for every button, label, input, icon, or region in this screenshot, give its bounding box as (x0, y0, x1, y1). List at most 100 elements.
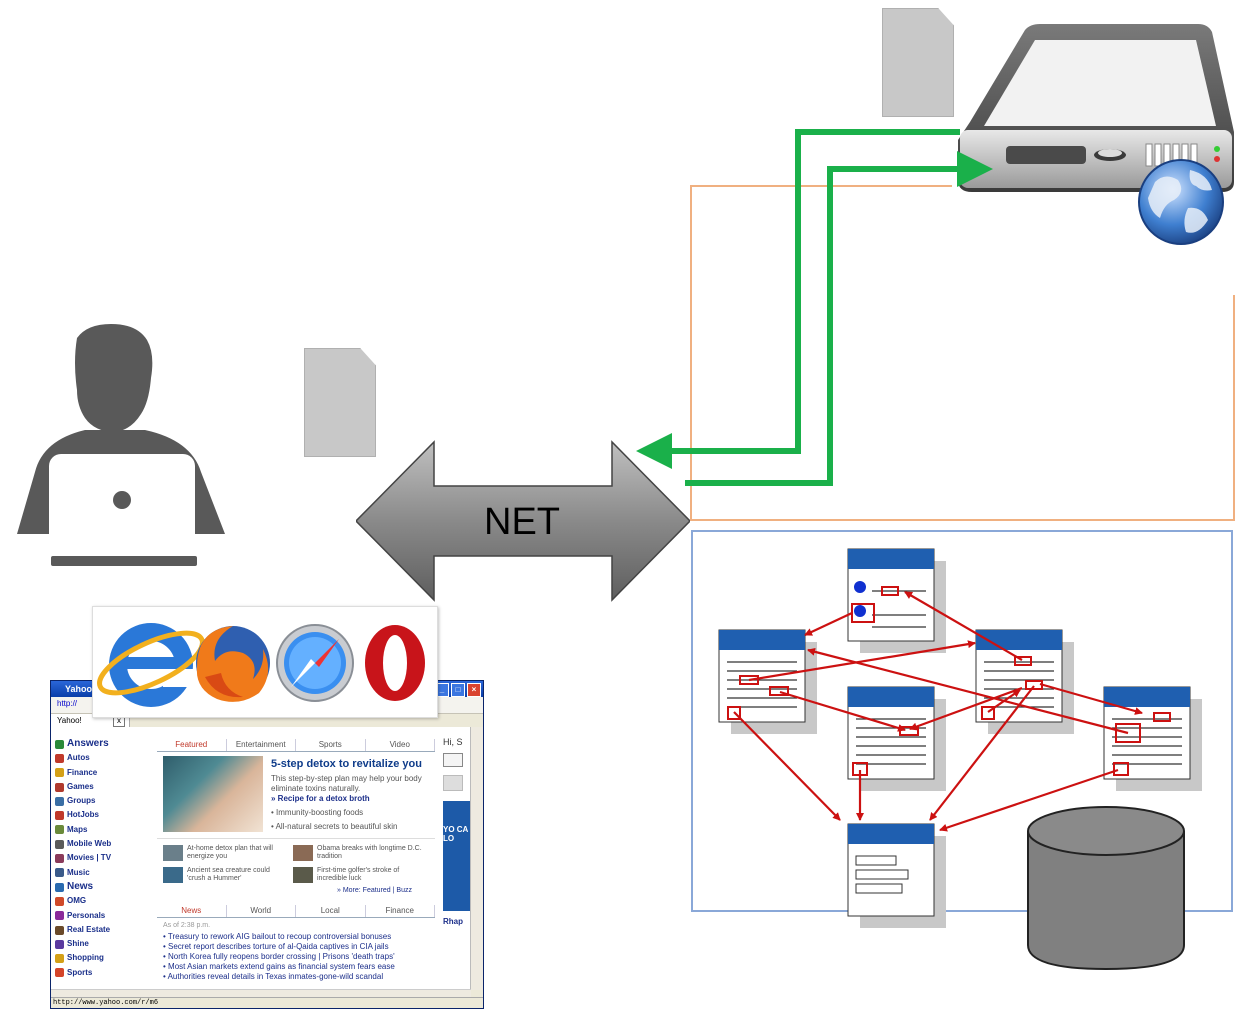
promo-box[interactable]: YO CA LO (443, 801, 471, 911)
vertical-scrollbar[interactable] (470, 727, 483, 990)
hyperlink-arrow (909, 686, 1023, 731)
sidebar-item-icon (55, 882, 64, 892)
sidebar-item-label: Personals (67, 910, 106, 920)
sidebar-item-label: News (67, 880, 94, 892)
module-tab[interactable]: Finance (366, 905, 435, 917)
sidebar-item-label: HotJobs (67, 810, 99, 820)
news-item[interactable]: • Authorities reveal details in Texas in… (163, 972, 384, 981)
module-tab[interactable]: Video (366, 739, 435, 751)
sidebar-item-icon (55, 896, 64, 906)
sidebar-item[interactable]: Movies | TV (55, 851, 147, 865)
story-2[interactable]: Obama breaks with longtime D.C. traditio… (317, 845, 422, 860)
sidebar-item[interactable]: Real Estate (55, 923, 147, 937)
featured-link-2[interactable]: • Immunity-boosting foods (271, 808, 364, 817)
featured-link-1[interactable]: » Recipe for a detox broth (271, 794, 370, 803)
featured-photo[interactable] (163, 756, 263, 832)
news-list: • Treasury to rework AIG bailout to reco… (157, 932, 435, 982)
module-tab[interactable]: Local (296, 905, 366, 917)
hyperlink-arrow (748, 640, 976, 682)
hyperlink-anchor (727, 706, 741, 720)
news-item[interactable]: • Most Asian markets extend gains as fin… (163, 962, 395, 971)
hyperlink-anchor (1113, 762, 1129, 776)
sidebar-item-icon (55, 768, 64, 778)
sidebar-item[interactable]: Games (55, 780, 147, 794)
server-document-icon (882, 8, 954, 117)
featured-link-3[interactable]: • All-natural secrets to beautiful skin (271, 822, 398, 831)
net-label: NET (484, 501, 560, 543)
sidebar-item-label: Finance (67, 767, 98, 777)
window-controls: _ □ × (435, 683, 481, 697)
featured-headline[interactable]: 5-step detox to revitalize you (271, 758, 422, 770)
sidebar-item[interactable]: Shopping (55, 951, 147, 965)
module-tab[interactable]: World (227, 905, 296, 917)
sidebar-item-icon (55, 954, 64, 964)
firefox-icon (196, 626, 270, 702)
story-thumb-3[interactable] (163, 867, 183, 883)
sidebar-item[interactable]: Shine (55, 937, 147, 951)
maximize-icon[interactable]: □ (451, 683, 465, 697)
sidebar-item-label: Autos (67, 753, 90, 763)
sidebar-item-icon (55, 968, 64, 978)
hyperlink-anchor (769, 686, 789, 696)
messenger-icon[interactable] (443, 775, 463, 791)
story-thumb-1[interactable] (163, 845, 183, 861)
sidebar-item-icon (55, 825, 64, 835)
tab-title: Yahoo! (57, 716, 82, 725)
module-tab[interactable]: Featured (157, 739, 227, 751)
sidebar-item[interactable]: Groups (55, 794, 147, 808)
news-item[interactable]: • Treasury to rework AIG bailout to reco… (163, 932, 392, 941)
sidebar-item[interactable]: News (55, 880, 147, 894)
story-3[interactable]: Ancient sea creature could 'crush a Humm… (187, 867, 270, 882)
news-item[interactable]: • North Korea fully reopens border cross… (163, 952, 395, 961)
sidebar-item[interactable]: HotJobs (55, 808, 147, 822)
story-thumb-4[interactable] (293, 867, 313, 883)
story-thumb-2[interactable] (293, 845, 313, 861)
hyperlink-anchor (1014, 656, 1032, 666)
story-4[interactable]: First-time golfer's stroke of incredible… (317, 867, 400, 882)
sidebar-item-label: Answers (67, 738, 109, 749)
hyperlink-arrow (807, 647, 1129, 735)
sidebar-item[interactable]: Personals (55, 909, 147, 923)
sidebar-item[interactable]: Answers (55, 737, 147, 751)
sidebar-item-icon (55, 854, 64, 864)
hyperlink-anchor (1153, 712, 1171, 722)
story-1[interactable]: At-home detox plan that will energize yo… (187, 845, 273, 860)
net-arrow (356, 440, 690, 602)
sidebar-item-icon (55, 911, 64, 921)
sidebar-item[interactable]: Music (55, 866, 147, 880)
sidebar-item[interactable]: Mobile Web (55, 837, 147, 851)
module-tab[interactable]: Entertainment (227, 739, 296, 751)
sidebar-item-icon (55, 739, 64, 749)
web-page-top (847, 548, 946, 653)
promo-bottom[interactable]: Rhap (443, 917, 463, 926)
sidebar-item-icon (55, 839, 64, 849)
sidebar-item[interactable]: Autos (55, 751, 147, 765)
web-boundary (691, 530, 1233, 912)
more-link[interactable]: » More: Featured | Buzz (337, 887, 412, 894)
sidebar-item[interactable]: Maps (55, 823, 147, 837)
sidebar-item[interactable]: OMG (55, 894, 147, 908)
sidebar-item-icon (55, 939, 64, 949)
sidebar-item-label: Maps (67, 824, 88, 834)
hyperlink-arrow (939, 768, 1119, 832)
module-tab[interactable]: News (157, 905, 227, 917)
sidebar-item[interactable]: Sports (55, 966, 147, 980)
sidebar-item-icon (55, 753, 64, 763)
mail-icon[interactable] (443, 753, 463, 767)
sidebar-item-icon (55, 925, 64, 935)
browser-logos (92, 606, 438, 718)
news-item[interactable]: • Secret report describes torture of al-… (163, 942, 389, 951)
sidebar-item[interactable]: Finance (55, 766, 147, 780)
opera-icon (365, 625, 425, 701)
horizontal-scrollbar[interactable] (51, 989, 471, 997)
sidebar-item-icon (55, 796, 64, 806)
close-icon[interactable]: × (467, 683, 481, 697)
module-tab[interactable]: Sports (296, 739, 366, 751)
featured-blurb-text: This step-by-step plan may help your bod… (271, 774, 422, 793)
